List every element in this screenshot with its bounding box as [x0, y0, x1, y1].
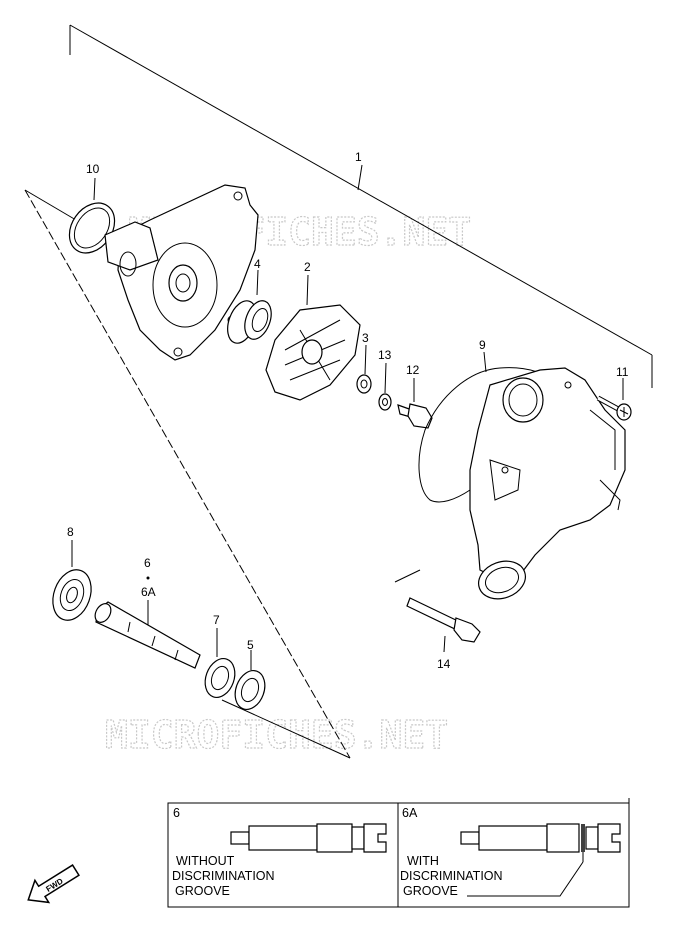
callout-4: 4 — [254, 257, 261, 271]
callout-3: 3 — [362, 331, 369, 345]
detail-right-line1: WITH — [407, 854, 439, 868]
bolt-part-12 — [397, 378, 433, 429]
callout-13: 13 — [378, 348, 392, 362]
callout-12: 12 — [406, 363, 420, 377]
long-bolt-part — [394, 569, 481, 653]
watermark-bottom: MICROFICHES.NET — [105, 713, 448, 757]
o-ring-part — [68, 177, 116, 254]
pump-body-part — [469, 367, 626, 600]
screw-part-11 — [596, 378, 632, 421]
detail-tag-6a: 6A — [402, 806, 418, 820]
callout-8: 8 — [67, 525, 74, 539]
impeller-part — [265, 274, 361, 401]
bearing-part-8 — [52, 540, 92, 621]
shaft-with-groove — [460, 823, 621, 897]
fwd-arrow-icon: FWD — [27, 864, 80, 904]
callout-2: 2 — [304, 260, 311, 274]
callout-14: 14 — [437, 657, 451, 671]
callout-10: 10 — [86, 162, 100, 176]
detail-tag-6: 6 — [173, 806, 180, 820]
assembly-bracket — [69, 24, 653, 388]
callout-9: 9 — [479, 338, 486, 352]
washer-part-13 — [378, 362, 392, 411]
mechanical-seal-part — [227, 269, 272, 344]
callout-6a: 6A — [141, 585, 156, 599]
callout-5: 5 — [247, 638, 254, 652]
detail-right-line2: DISCRIMINATION — [400, 869, 503, 883]
detail-box: 6 6A WITHOUT DISCRIMINATION GROOVE WITH … — [167, 798, 630, 908]
bearing-part-7 — [204, 628, 236, 698]
pump-cover-part — [104, 184, 259, 361]
shaft-without-groove — [230, 823, 387, 853]
detail-left-line2: DISCRIMINATION — [172, 869, 275, 883]
detail-left-line3: GROOVE — [175, 884, 230, 898]
callout-labels: 1 2 3 4 5 6 6A 7 8 9 10 11 12 13 14 — [67, 150, 629, 671]
shaft-part — [94, 576, 201, 669]
detail-right-line3: GROOVE — [403, 884, 458, 898]
oil-seal-part — [234, 650, 266, 710]
detail-left-line1: WITHOUT — [176, 854, 235, 868]
callout-11: 11 — [616, 365, 629, 379]
callout-6: 6 — [144, 556, 151, 570]
callout-7: 7 — [213, 613, 220, 627]
washer-part-3 — [356, 344, 372, 394]
callout-1: 1 — [355, 150, 362, 164]
